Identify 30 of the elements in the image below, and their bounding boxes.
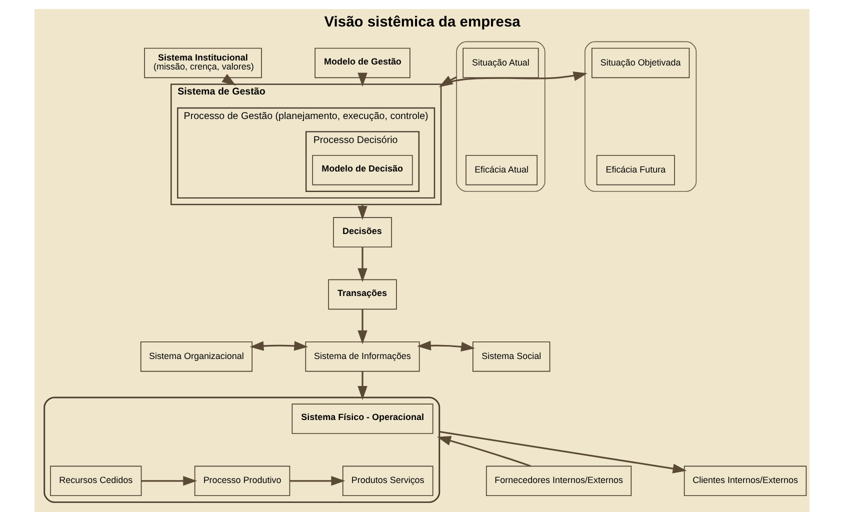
- arrow: [250, 340, 308, 350]
- node-box: Modelo de Decisão: [312, 154, 413, 185]
- node-box: Produtos Serviços: [342, 465, 434, 496]
- node-box: Sistema de Informações: [305, 340, 420, 372]
- node-box: Eficácia Futura: [596, 154, 675, 185]
- arrow: [358, 308, 368, 344]
- node-box: Decisões: [333, 216, 392, 247]
- cluster: [456, 40, 546, 192]
- node-box: Processo Produtivo: [194, 465, 290, 496]
- node-box: Eficácia Atual: [466, 154, 538, 185]
- arrow: [358, 246, 368, 282]
- node-box: Sistema Social: [472, 340, 550, 372]
- node-box: Fornecedores Internos/Externos: [486, 465, 632, 496]
- node-box: Situação Atual: [462, 47, 539, 78]
- arrow: [141, 476, 198, 486]
- cluster: [44, 396, 440, 502]
- node-box: Sistema Organizacional: [140, 340, 252, 372]
- arrow: [437, 436, 532, 466]
- node-box: Transações: [328, 278, 397, 310]
- arrow: [358, 72, 368, 86]
- node-box: Recursos Cedidos: [50, 465, 142, 496]
- cluster: [584, 40, 697, 192]
- node-box: Clientes Internos/Externos: [684, 465, 807, 496]
- arrow: [417, 340, 476, 352]
- arrow: [290, 476, 346, 486]
- node-box: Situação Objetivada: [592, 47, 690, 78]
- node-box: Sistema Físico - Operacional: [292, 403, 434, 434]
- diagram-title: Visão sistêmica da empresa: [324, 14, 520, 30]
- arrow: [439, 430, 687, 473]
- arrow: [358, 370, 368, 400]
